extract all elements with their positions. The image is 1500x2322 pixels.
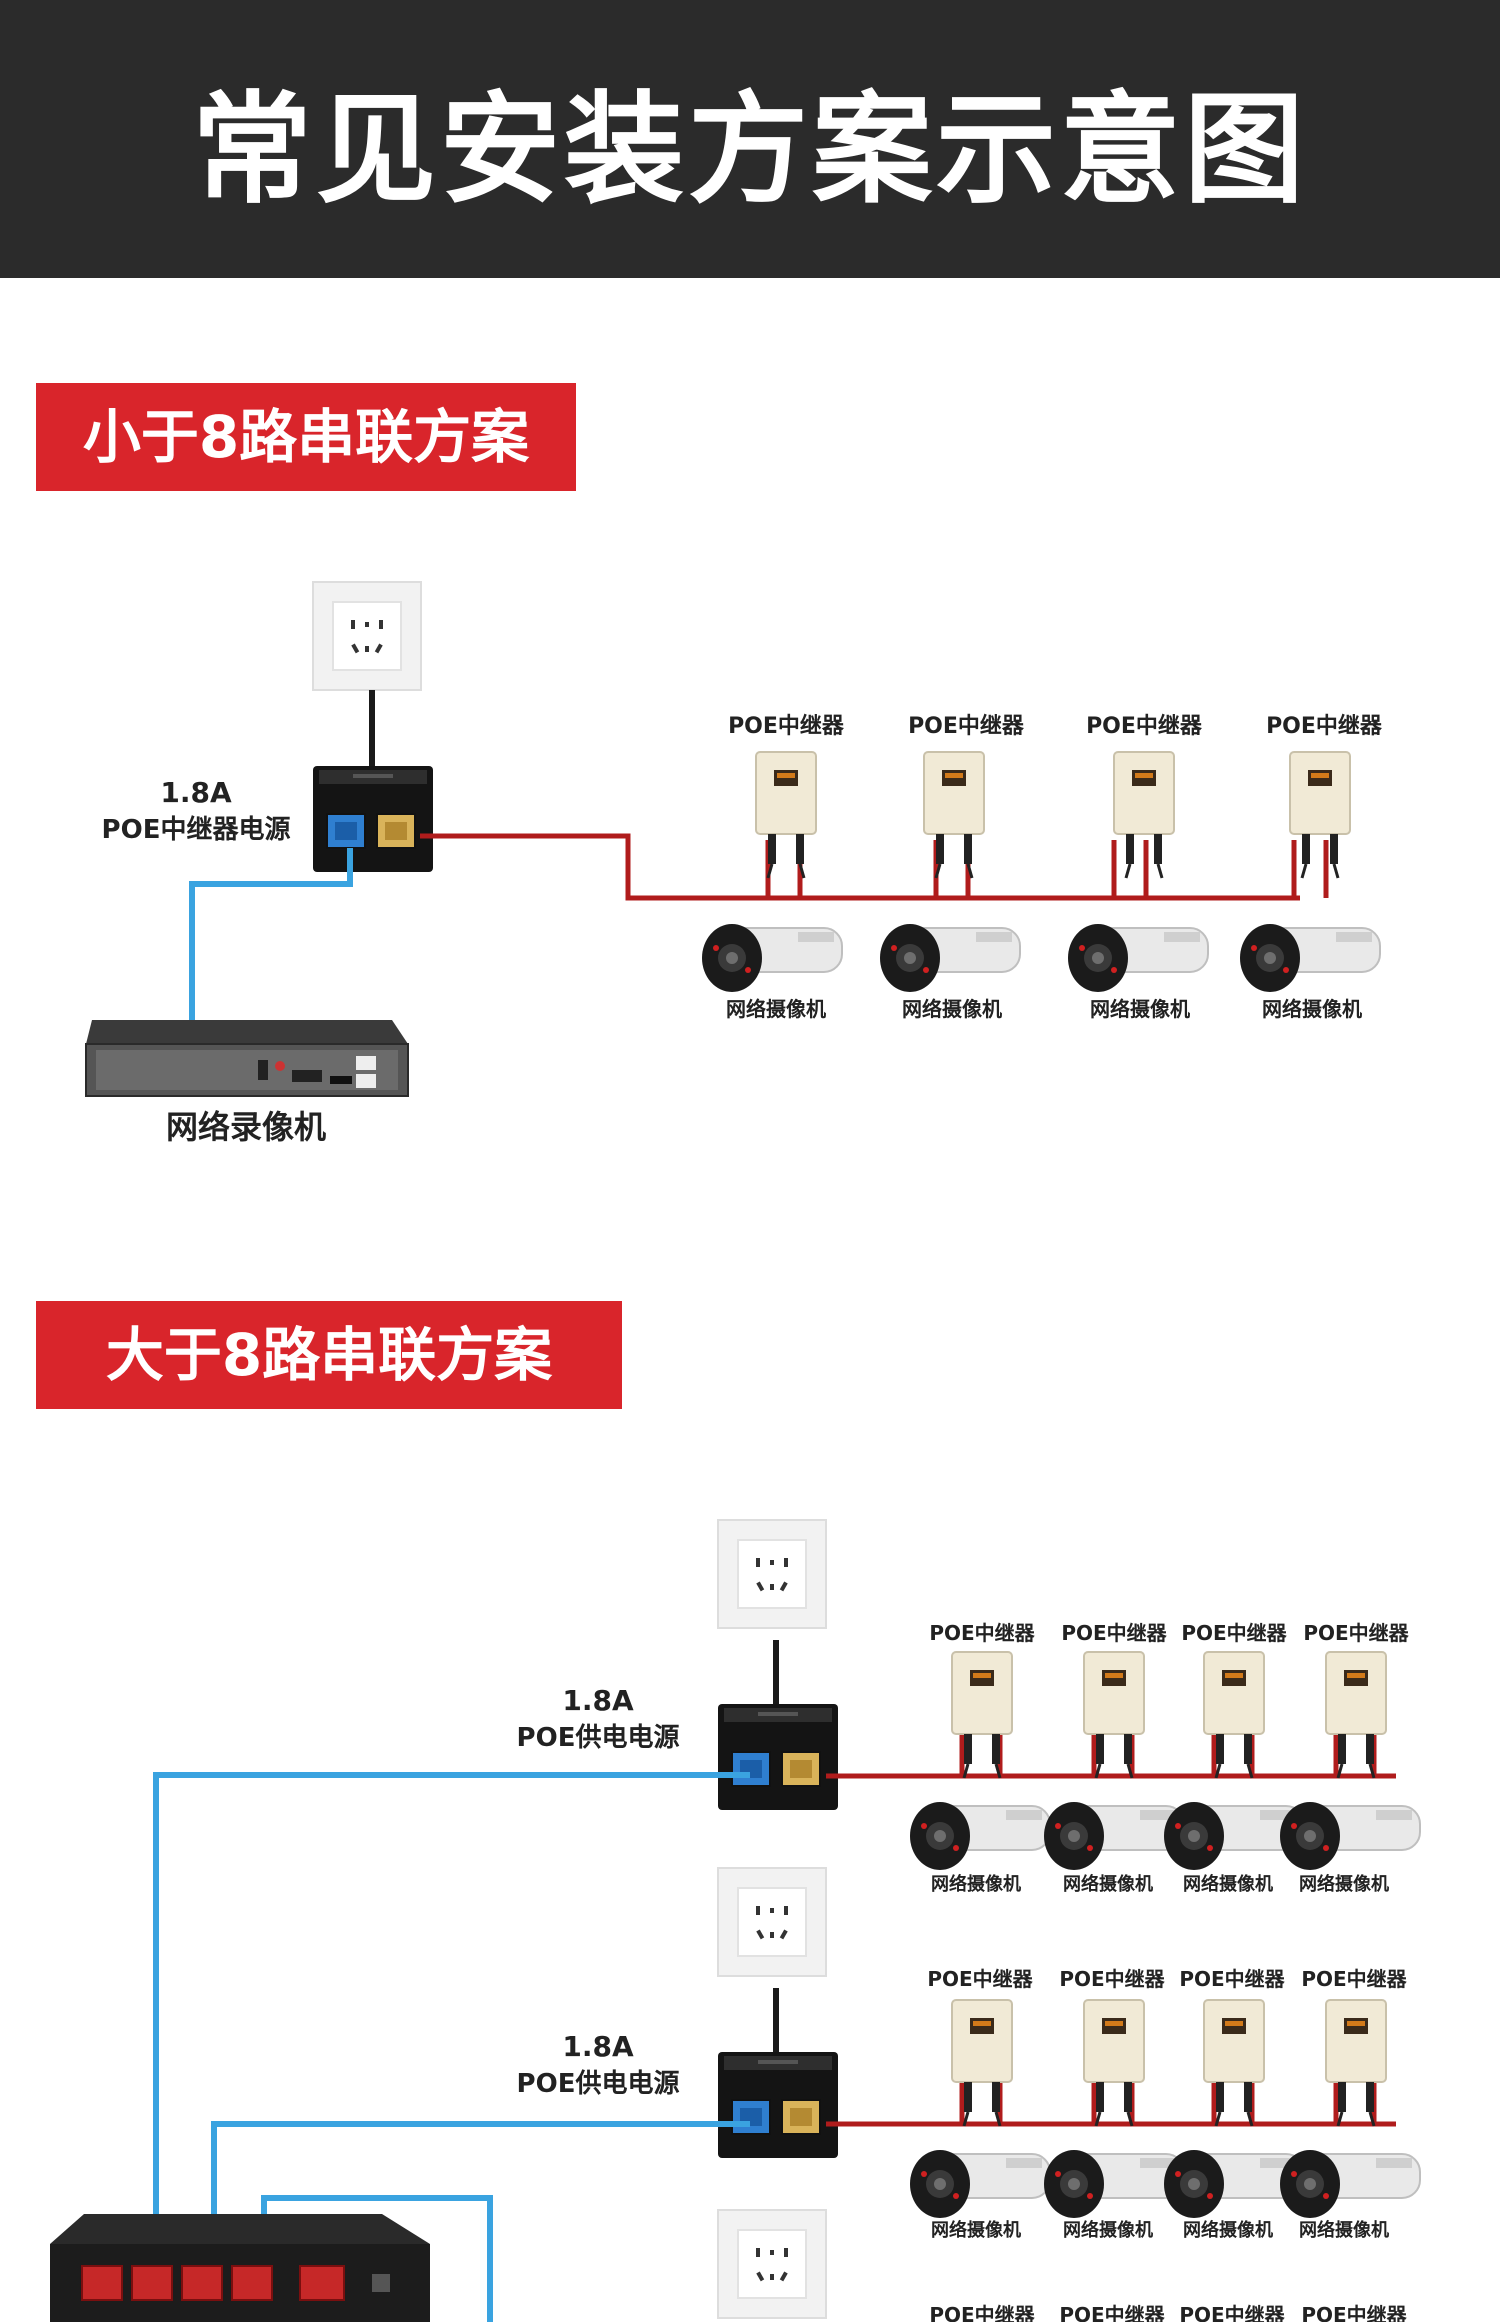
repeater-a1: POE中继器 bbox=[929, 1621, 1036, 1780]
ip-camera-icon bbox=[909, 1801, 1051, 1871]
repeater-label: POE中继器 bbox=[908, 713, 1025, 739]
power-label-line1: 1.8A bbox=[160, 776, 232, 809]
poe-repeater-icon bbox=[922, 750, 986, 880]
repeater-label: POE中继器 bbox=[1061, 1621, 1167, 1645]
repeater-label: POE中继器 bbox=[1301, 2303, 1407, 2322]
ip-camera-icon bbox=[1279, 1801, 1421, 1871]
camera-label: 网络摄像机 bbox=[1063, 2219, 1153, 2241]
repeater-1: POE中继器 bbox=[728, 713, 845, 880]
poe-power-injector-icon bbox=[312, 765, 434, 873]
camera-1: 网络摄像机 bbox=[701, 923, 843, 1021]
repeater-a3: POE中继器 bbox=[1181, 1621, 1288, 1780]
repeater-label: POE中继器 bbox=[929, 1621, 1035, 1645]
section-label-under-8: 小于8路串联方案 bbox=[36, 383, 576, 491]
ip-camera-icon bbox=[909, 2149, 1051, 2219]
poe-power-injector-icon bbox=[717, 1703, 839, 1811]
poe-repeater-icon bbox=[754, 750, 818, 880]
power-label-line2: POE供电电源 bbox=[517, 1723, 680, 1753]
camera-label: 网络摄像机 bbox=[1299, 2219, 1389, 2241]
ip-camera-icon bbox=[701, 923, 843, 993]
camera-a1: 网络摄像机 bbox=[909, 1801, 1051, 1895]
camera-4: 网络摄像机 bbox=[1239, 923, 1381, 1021]
ip-camera-icon bbox=[1043, 1801, 1185, 1871]
repeater-label: POE中继器 bbox=[1181, 1621, 1287, 1645]
power-label-line1: 1.8A bbox=[562, 1684, 634, 1717]
ip-camera-icon bbox=[1067, 923, 1209, 993]
camera-label: 网络摄像机 bbox=[902, 997, 1002, 1021]
camera-label: 网络摄像机 bbox=[1262, 997, 1362, 1021]
repeater-label: POE中继器 bbox=[1179, 2303, 1285, 2322]
repeater-label: POE中继器 bbox=[1301, 1967, 1407, 1991]
network-cable bbox=[189, 848, 353, 1030]
repeater-label: POE中继器 bbox=[929, 2303, 1035, 2322]
camera-label: 网络摄像机 bbox=[1183, 2219, 1273, 2241]
ip-camera-icon bbox=[1279, 2149, 1421, 2219]
camera-b2: 网络摄像机 bbox=[1043, 2149, 1185, 2241]
network-switch-icon bbox=[50, 2214, 430, 2322]
poe-repeater-icon bbox=[1288, 750, 1352, 880]
power-label-line2: POE中继器电源 bbox=[102, 814, 291, 845]
poe-power-injector-icon bbox=[717, 2051, 839, 2159]
repeater-a4: POE中继器 bbox=[1303, 1621, 1410, 1780]
repeater-label: POE中继器 bbox=[927, 1967, 1033, 1991]
ip-camera-icon bbox=[1043, 2149, 1185, 2219]
nvr-label: 网络录像机 bbox=[166, 1108, 326, 1146]
repeater-b1: POE中继器 bbox=[927, 1967, 1034, 2128]
camera-a2: 网络摄像机 bbox=[1043, 1801, 1185, 1895]
repeater-4: POE中继器 bbox=[1266, 713, 1383, 880]
camera-b3: 网络摄像机 bbox=[1163, 2149, 1305, 2241]
repeater-b3: POE中继器 bbox=[1179, 1967, 1286, 2128]
camera-label: 网络摄像机 bbox=[726, 997, 826, 1021]
repeater-label: POE中继器 bbox=[1179, 1967, 1285, 1991]
camera-3: 网络摄像机 bbox=[1067, 923, 1209, 1021]
repeater-b4: POE中继器 bbox=[1301, 1967, 1408, 2128]
power-label-line2: POE供电电源 bbox=[517, 2069, 680, 2099]
page-title: 常见安装方案示意图 bbox=[192, 81, 1308, 220]
camera-label: 网络摄像机 bbox=[1299, 1873, 1389, 1895]
repeater-a2: POE中继器 bbox=[1061, 1621, 1168, 1780]
section-label-over-8: 大于8路串联方案 bbox=[36, 1301, 622, 1409]
repeater-label: POE中继器 bbox=[1059, 2303, 1165, 2322]
section1-diagram: 1.8A POE中继器电源 网络录像机 bbox=[85, 581, 1383, 1146]
wall-socket-icon bbox=[717, 2209, 827, 2319]
camera-2: 网络摄像机 bbox=[879, 923, 1021, 1021]
repeater-label: POE中继器 bbox=[1059, 1967, 1165, 1991]
section2-diagram: 1.8A POE供电电源 1.8A POE供电电源 bbox=[50, 1519, 1421, 2322]
camera-a3: 网络摄像机 bbox=[1163, 1801, 1305, 1895]
repeater-2: POE中继器 bbox=[908, 713, 1025, 880]
nvr-icon bbox=[85, 1020, 409, 1097]
power-label-line1: 1.8A bbox=[562, 2030, 634, 2063]
camera-b1: 网络摄像机 bbox=[909, 2149, 1051, 2241]
repeater-label: POE中继器 bbox=[1086, 713, 1203, 739]
poe-cable bbox=[420, 833, 1300, 901]
camera-a4: 网络摄像机 bbox=[1279, 1801, 1421, 1895]
repeater-b2: POE中继器 bbox=[1059, 1967, 1166, 2128]
repeater-label: POE中继器 bbox=[728, 713, 845, 739]
repeater-label: POE中继器 bbox=[1303, 1621, 1409, 1645]
camera-label: 网络摄像机 bbox=[1063, 1873, 1153, 1895]
ip-camera-icon bbox=[1239, 923, 1381, 993]
header-bar: 常见安装方案示意图 bbox=[0, 0, 1500, 278]
camera-label: 网络摄像机 bbox=[931, 1873, 1021, 1895]
wall-socket-icon bbox=[312, 581, 422, 691]
wall-socket-icon bbox=[717, 1867, 827, 1977]
camera-label: 网络摄像机 bbox=[1183, 1873, 1273, 1895]
wall-socket-icon bbox=[717, 1519, 827, 1629]
repeater-3: POE中继器 bbox=[1086, 713, 1203, 880]
camera-label: 网络摄像机 bbox=[931, 2219, 1021, 2241]
ip-camera-icon bbox=[879, 923, 1021, 993]
camera-b4: 网络摄像机 bbox=[1279, 2149, 1421, 2241]
camera-label: 网络摄像机 bbox=[1090, 997, 1190, 1021]
repeater-label: POE中继器 bbox=[1266, 713, 1383, 739]
